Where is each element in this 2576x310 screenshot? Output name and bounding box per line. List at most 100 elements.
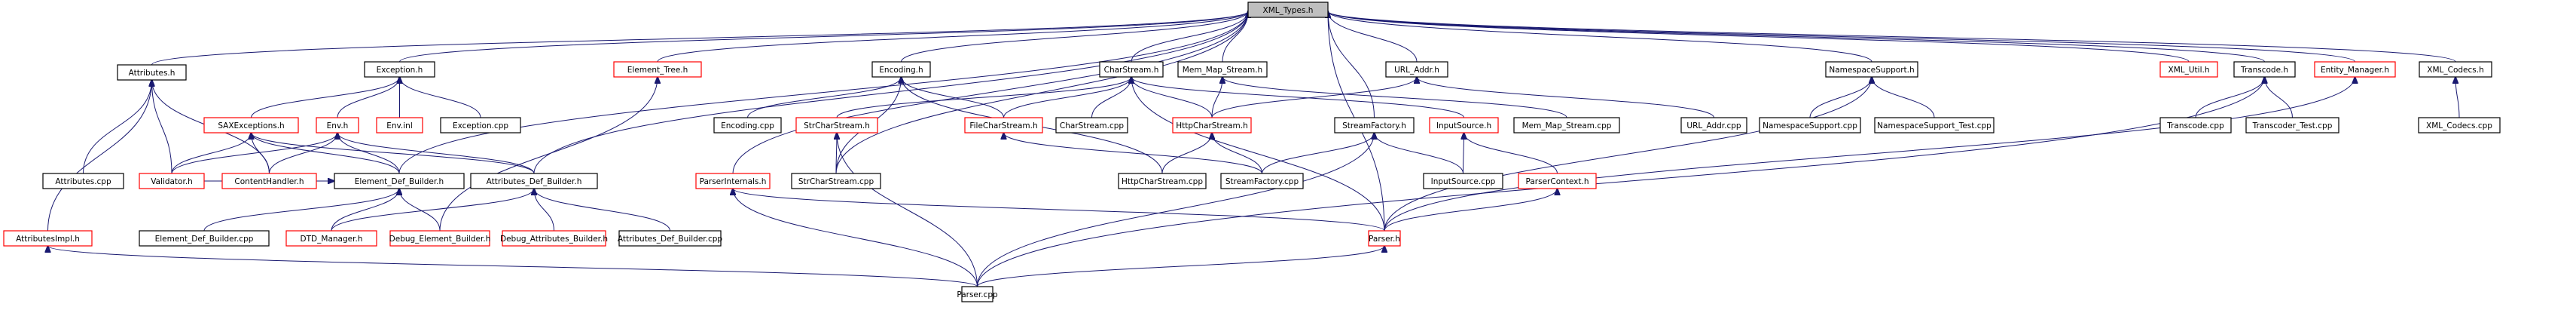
node-contenthandler-h[interactable]: ContentHandler.h bbox=[221, 173, 317, 189]
node-transcode-h[interactable]: Transcode.h bbox=[2233, 61, 2296, 78]
node-exception-cpp[interactable]: Exception.cpp bbox=[440, 117, 521, 134]
edge-dtd-manager-h-to-element-def-builder-h bbox=[331, 189, 399, 232]
node-label: Entity_Manager.h bbox=[2321, 66, 2389, 75]
edge-exception-h-to-xml-types-h bbox=[399, 11, 1249, 63]
node-attributes-cpp[interactable]: Attributes.cpp bbox=[42, 173, 124, 189]
node-element-def-builder-cpp[interactable]: Element_Def_Builder.cpp bbox=[139, 230, 270, 247]
node-box bbox=[203, 117, 299, 134]
node-box bbox=[3, 230, 93, 247]
node-attributes-def-builder-h[interactable]: Attributes_Def_Builder.h bbox=[470, 173, 598, 189]
node-xml-codecs-cpp[interactable]: XML_Codecs.cpp bbox=[2418, 117, 2501, 134]
node-box bbox=[316, 117, 359, 134]
node-box bbox=[364, 61, 435, 78]
node-box bbox=[871, 61, 931, 78]
edge-streamfactory-cpp-to-streamfactory-h bbox=[1262, 133, 1375, 174]
node-entity-manager-h[interactable]: Entity_Manager.h bbox=[2314, 61, 2396, 78]
node-mem-map-stream-h[interactable]: Mem_Map_Stream.h bbox=[1177, 61, 1268, 78]
node-attributes-h[interactable]: Attributes.h bbox=[117, 64, 187, 81]
edge-namespacesupport-h-to-xml-types-h bbox=[1328, 11, 1872, 63]
node-label: Encoding.h bbox=[879, 66, 923, 75]
node-box bbox=[1385, 61, 1448, 78]
edge-validator-h-to-saxexceptions-h bbox=[171, 133, 252, 174]
node-namespacesupport-test-cpp[interactable]: NamespaceSupport_Test.cpp bbox=[1874, 117, 1995, 134]
node-parser-cpp[interactable]: Parser.cpp bbox=[957, 286, 998, 302]
node-box bbox=[1825, 61, 1918, 78]
node-box bbox=[502, 230, 606, 247]
node-httpcharstream-cpp[interactable]: HttpCharStream.cpp bbox=[1118, 173, 1207, 189]
node-box bbox=[2159, 61, 2218, 78]
node-box bbox=[964, 117, 1043, 134]
node-box bbox=[42, 173, 124, 189]
node-box bbox=[2418, 117, 2501, 134]
edge-transcoder-test-cpp-to-transcode-h bbox=[2265, 77, 2293, 118]
node-box bbox=[139, 173, 205, 189]
node-label: StrCharStream.h bbox=[804, 121, 870, 130]
node-box bbox=[791, 173, 881, 189]
node-streamfactory-cpp[interactable]: StreamFactory.cpp bbox=[1220, 173, 1304, 189]
node-url-addr-h[interactable]: URL_Addr.h bbox=[1385, 61, 1448, 78]
node-element-tree-h[interactable]: Element_Tree.h bbox=[613, 61, 702, 78]
node-dtd-manager-h[interactable]: DTD_Manager.h bbox=[285, 230, 377, 247]
node-xml-types-h[interactable]: XML_Types.h bbox=[1247, 2, 1329, 18]
node-label: Encoding.cpp bbox=[721, 121, 774, 130]
node-parser-h[interactable]: Parser.h bbox=[1368, 230, 1401, 247]
node-label: AttributesImpl.h bbox=[16, 235, 80, 244]
node-inputsource-cpp[interactable]: InputSource.cpp bbox=[1423, 173, 1503, 189]
node-xml-codecs-h[interactable]: XML_Codecs.h bbox=[2419, 61, 2492, 78]
node-encoding-cpp[interactable]: Encoding.cpp bbox=[713, 117, 782, 134]
node-filecharstream-h[interactable]: FileCharStream.h bbox=[964, 117, 1043, 134]
node-inputsource-h[interactable]: InputSource.h bbox=[1429, 117, 1499, 134]
node-label: URL_Addr.h bbox=[1394, 66, 1439, 75]
edge-saxexceptions-h-to-exception-h bbox=[251, 77, 400, 118]
node-charstream-h[interactable]: CharStream.h bbox=[1099, 61, 1164, 78]
node-strcharstream-h[interactable]: StrCharStream.h bbox=[795, 117, 878, 134]
node-box bbox=[2245, 117, 2339, 134]
edge-strcharstream-cpp-to-xml-types-h bbox=[835, 11, 1248, 174]
node-exception-h[interactable]: Exception.h bbox=[364, 61, 435, 78]
node-transcoder-test-cpp[interactable]: Transcoder_Test.cpp bbox=[2245, 117, 2339, 134]
edge-debug-element-builder-h-to-element-tree-h bbox=[439, 77, 658, 232]
edge-attributes-def-builder-h-to-env-h bbox=[337, 133, 535, 174]
edge-attributes-def-builder-h-to-saxexceptions-h bbox=[252, 133, 535, 174]
node-saxexceptions-h[interactable]: SAXExceptions.h bbox=[203, 117, 299, 134]
edge-url-addr-h-to-xml-types-h bbox=[1328, 11, 1418, 63]
node-namespacesupport-h[interactable]: NamespaceSupport.h bbox=[1825, 61, 1918, 78]
node-element-def-builder-h[interactable]: Element_Def_Builder.h bbox=[334, 173, 465, 189]
node-box bbox=[613, 61, 702, 78]
node-attributes-def-builder-cpp[interactable]: Attributes_Def_Builder.cpp bbox=[618, 230, 723, 247]
edge-attributes-def-builder-cpp-to-attributes-def-builder-h bbox=[534, 189, 670, 232]
edge-element-tree-h-to-xml-types-h bbox=[657, 11, 1248, 63]
node-parsercontext-h[interactable]: ParserContext.h bbox=[1518, 173, 1597, 189]
edge-streamfactory-cpp-to-httpcharstream-h bbox=[1212, 133, 1262, 174]
node-namespacesupport-cpp[interactable]: NamespaceSupport.cpp bbox=[1759, 117, 1861, 134]
node-box bbox=[1874, 117, 1995, 134]
node-box bbox=[440, 117, 521, 134]
edge-parser-cpp-to-strcharstream-h bbox=[837, 133, 978, 287]
node-strcharstream-cpp[interactable]: StrCharStream.cpp bbox=[791, 173, 881, 189]
node-parserinternals-h[interactable]: ParserInternals.h bbox=[695, 173, 771, 189]
node-label: XML_Types.h bbox=[1263, 6, 1314, 15]
node-validator-h[interactable]: Validator.h bbox=[139, 173, 205, 189]
node-label: Env.h bbox=[327, 121, 349, 130]
node-mem-map-stream-cpp[interactable]: Mem_Map_Stream.cpp bbox=[1513, 117, 1620, 134]
node-streamfactory-h[interactable]: StreamFactory.h bbox=[1334, 117, 1415, 134]
edge-parsercontext-h-to-inputsource-h bbox=[1464, 133, 1558, 174]
node-box bbox=[2419, 61, 2492, 78]
node-charstream-cpp[interactable]: CharStream.cpp bbox=[1055, 117, 1128, 134]
node-transcode-cpp[interactable]: Transcode.cpp bbox=[2159, 117, 2232, 134]
node-env-inl[interactable]: Env.inl bbox=[376, 117, 423, 134]
node-label: HttpCharStream.cpp bbox=[1122, 177, 1203, 186]
node-attributesimpl-h[interactable]: AttributesImpl.h bbox=[3, 230, 93, 247]
edge-entity-manager-h-to-xml-types-h bbox=[1328, 11, 2355, 63]
node-encoding-h[interactable]: Encoding.h bbox=[871, 61, 931, 78]
node-env-h[interactable]: Env.h bbox=[316, 117, 359, 134]
node-label: Attributes_Def_Builder.h bbox=[487, 177, 582, 186]
edge-parser-cpp-to-attributesimpl-h bbox=[48, 246, 978, 287]
node-debug-element-builder-h[interactable]: Debug_Element_Builder.h bbox=[389, 230, 491, 247]
edge-inputsource-cpp-to-inputsource-h bbox=[1463, 133, 1464, 174]
node-url-addr-cpp[interactable]: URL_Addr.cpp bbox=[1680, 117, 1747, 134]
node-xml-util-h[interactable]: XML_Util.h bbox=[2159, 61, 2218, 78]
node-label: Env.inl bbox=[386, 121, 413, 130]
node-debug-attributes-builder-h[interactable]: Debug_Attributes_Builder.h bbox=[500, 230, 608, 247]
node-httpcharstream-h[interactable]: HttpCharStream.h bbox=[1172, 117, 1252, 134]
